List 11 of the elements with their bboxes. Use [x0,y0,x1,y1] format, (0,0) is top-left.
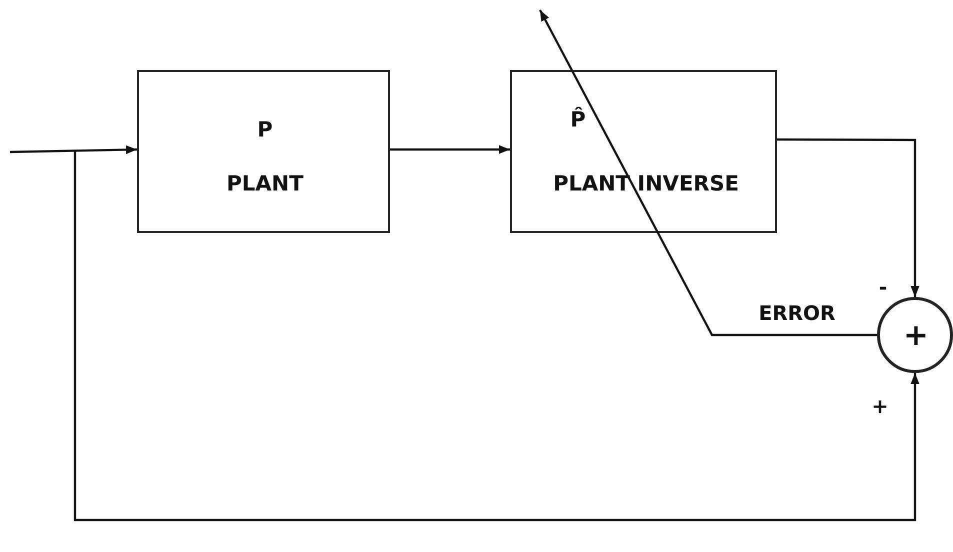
input-arrow [74,150,920,522]
process-box [137,70,390,233]
arrow [539,9,877,336]
block-label: PLANT INVERSE [553,174,739,194]
block-label: PLANT [226,174,304,194]
process-box [510,70,777,233]
sign: + [903,321,929,351]
arrow [777,138,920,297]
plant-symbol: P [257,120,273,140]
input-arrow [10,145,138,154]
arrow [390,145,510,154]
